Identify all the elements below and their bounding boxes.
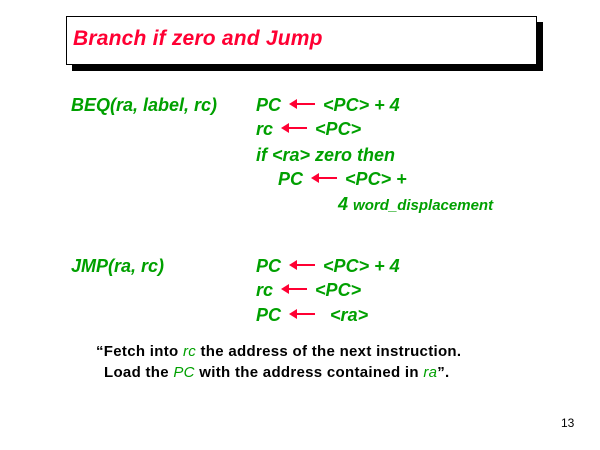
note-line-1-pre: “Fetch into — [96, 343, 183, 360]
beq-line-1-lhs: PC — [256, 95, 282, 115]
beq-line-1-rhs: <PC> + 4 — [323, 95, 400, 115]
note-line-2-highlight-ra: ra — [423, 364, 438, 381]
jmp-line-3-lhs: PC — [256, 305, 282, 325]
beq-line-2-rhs: <PC> — [315, 119, 362, 139]
jmp-line-2: rc <PC> — [256, 279, 361, 301]
jmp-line-3-rhs: <ra> — [330, 305, 369, 325]
left-arrow-icon — [311, 173, 338, 184]
beq-line-4: PC <PC> + — [278, 168, 407, 190]
left-arrow-icon — [289, 99, 316, 110]
title-box: Branch if zero and Jump — [66, 16, 537, 65]
slide-title: Branch if zero and Jump — [73, 27, 323, 50]
jmp-signature: JMP(ra, rc) — [71, 256, 165, 276]
page-number: 13 — [561, 416, 575, 430]
jmp-line-2-rhs: <PC> — [315, 280, 362, 300]
note-line-1-highlight-rc: rc — [182, 343, 197, 360]
beq-line-1: PC <PC> + 4 — [256, 94, 400, 116]
note-line-2-pre: Load the — [104, 364, 174, 381]
note-line-2-highlight-pc: PC — [173, 364, 195, 381]
note-line-1: “Fetch into rc the address of the next i… — [96, 343, 461, 360]
beq-continuation: 4 word_displacement — [338, 193, 493, 217]
left-arrow-icon — [281, 123, 308, 134]
left-arrow-icon — [289, 260, 316, 271]
beq-continuation-text: word_displacement — [353, 197, 494, 214]
beq-line-3: if <ra> zero then — [256, 145, 396, 165]
beq-line-2: rc <PC> — [256, 118, 361, 140]
note-line-2-mid: with the address contained in — [194, 364, 424, 381]
note-line-1-post: the address of the next instruction. — [196, 343, 462, 360]
jmp-line-1-lhs: PC — [256, 256, 282, 276]
left-arrow-icon — [281, 284, 308, 295]
beq-line-4-lhs: PC — [278, 169, 304, 189]
jmp-line-3: PC <ra> — [256, 304, 368, 326]
note-line-2-post: ”. — [437, 364, 450, 381]
jmp-line-1: PC <PC> + 4 — [256, 255, 400, 277]
beq-line-4-rhs: <PC> + — [345, 169, 407, 189]
beq-signature: BEQ(ra, label, rc) — [71, 95, 218, 115]
beq-line-2-lhs: rc — [256, 119, 274, 139]
note-line-2: Load the PC with the address contained i… — [104, 364, 450, 381]
jmp-line-2-lhs: rc — [256, 280, 274, 300]
left-arrow-icon — [289, 309, 316, 320]
beq-continuation-num: 4 — [338, 194, 349, 214]
jmp-line-1-rhs: <PC> + 4 — [323, 256, 400, 276]
